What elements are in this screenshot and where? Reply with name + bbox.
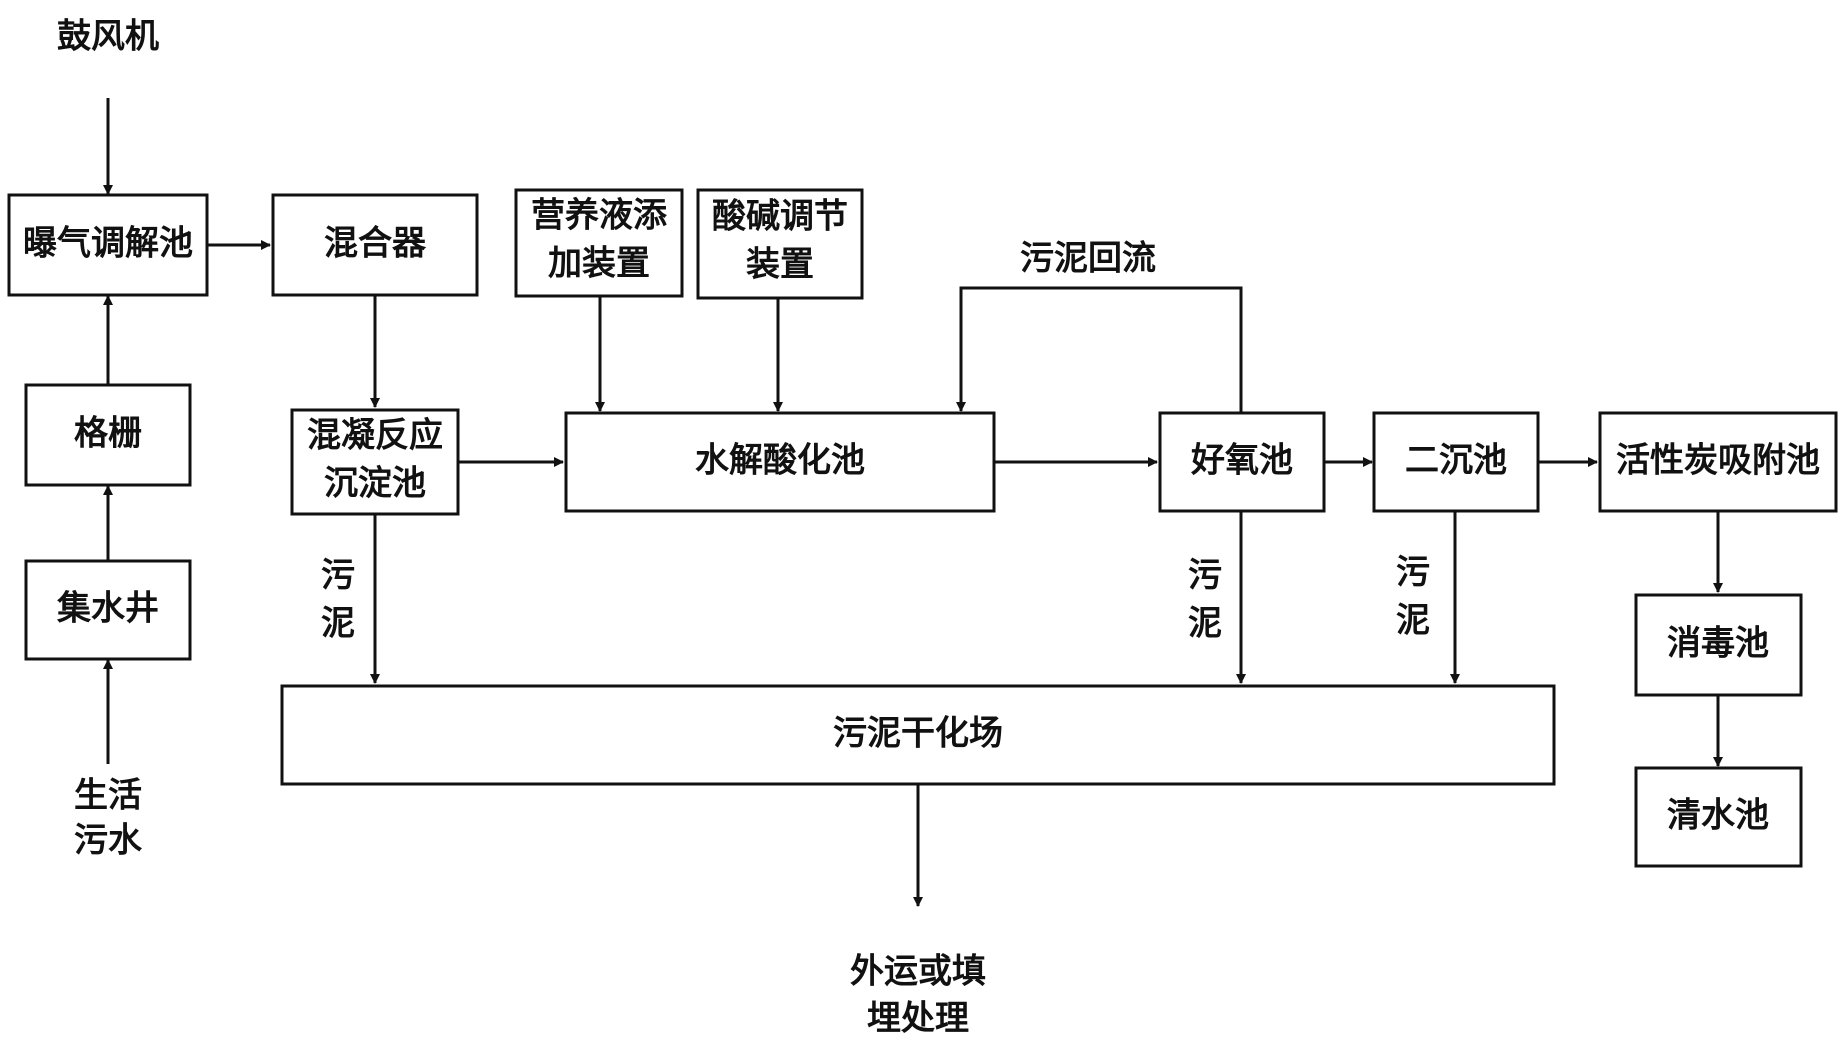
aerobic-label: 好氧池 (1190, 441, 1293, 481)
blower-label: 鼓风机 (57, 17, 159, 57)
hydrolysis-label: 水解酸化池 (695, 441, 865, 481)
coag-sludge-label-line2: 泥 (321, 604, 355, 644)
acidbase-label-line2: 装置 (746, 245, 814, 285)
grille-label: 格栅 (74, 414, 142, 454)
coagulation-label-line2: 沉淀池 (324, 464, 426, 504)
secondary-sludge-label-line2: 泥 (1396, 601, 1430, 641)
clear-water-label: 清水池 (1667, 796, 1769, 836)
aeration-tank-label: 曝气调解池 (23, 224, 193, 264)
mixer-node: 混合器 (271, 193, 479, 297)
arrow-sludge-return (956, 286, 1243, 413)
domestic-sewage-label-line1: 生活 (74, 776, 142, 816)
disposal-label-line2: 埋处理 (867, 999, 969, 1039)
coagulation-tank-node: 混凝反应 沉淀池 (290, 408, 460, 516)
aerobic-sludge-label-line2: 泥 (1188, 604, 1222, 644)
disinfection-label: 消毒池 (1667, 624, 1769, 664)
acid-base-adjust-node: 酸碱调节 装置 (696, 188, 864, 300)
aeration-tank-node: 曝气调解池 (7, 193, 209, 297)
hydrolysis-tank-node: 水解酸化池 (564, 411, 996, 513)
nutrient-label-line2: 加装置 (548, 244, 650, 284)
activated-carbon-node: 活性炭吸附池 (1598, 411, 1838, 513)
secondary-sludge-label-line1: 污 (1396, 553, 1430, 593)
nutrient-dosing-node: 营养液添 加装置 (514, 188, 684, 298)
disinfection-tank-node: 消毒池 (1634, 593, 1803, 697)
acidbase-label-line1: 酸碱调节 (712, 197, 848, 237)
sludge-drying-label: 污泥干化场 (833, 714, 1003, 754)
collection-well-label: 集水井 (56, 589, 159, 629)
sludge-return-label: 污泥回流 (1020, 239, 1156, 279)
secondary-clarifier-node: 二沉池 (1372, 411, 1540, 513)
sludge-drying-field-node: 污泥干化场 (280, 684, 1556, 786)
secondary-label: 二沉池 (1405, 441, 1507, 481)
domestic-sewage-label-line2: 污水 (74, 821, 143, 861)
grille-node: 格栅 (24, 383, 192, 487)
clear-water-tank-node: 清水池 (1634, 766, 1803, 868)
coag-sludge-label-line1: 污 (321, 556, 355, 596)
disposal-label-line1: 外运或填 (850, 952, 986, 992)
activated-carbon-label: 活性炭吸附池 (1616, 441, 1820, 481)
collection-well-node: 集水井 (24, 559, 192, 661)
aerobic-sludge-label-line1: 污 (1188, 556, 1222, 596)
coagulation-label-line1: 混凝反应 (307, 416, 443, 456)
nutrient-label-line1: 营养液添 (531, 196, 667, 236)
aerobic-tank-node: 好氧池 (1158, 411, 1326, 513)
flow-connectors (103, 98, 1723, 907)
mixer-label: 混合器 (324, 224, 427, 264)
